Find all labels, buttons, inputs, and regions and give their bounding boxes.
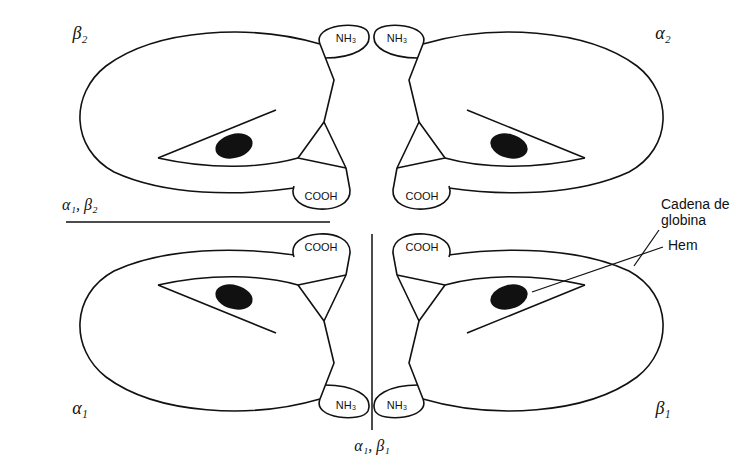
globin-subunit: β₁ NH₃ COOH bbox=[371, 232, 681, 425]
carboxyl-terminus: COOH bbox=[305, 241, 338, 253]
carboxyl-terminus: COOH bbox=[406, 241, 439, 253]
amino-terminus: NH₃ bbox=[336, 32, 356, 44]
chain-callout: Cadena de globina bbox=[661, 196, 739, 228]
chain-name: α₂ bbox=[655, 24, 671, 44]
cooh-lobe bbox=[293, 168, 350, 209]
heme-pocket bbox=[158, 277, 298, 333]
globin-fold bbox=[298, 275, 346, 321]
globin-group bbox=[374, 25, 663, 209]
globin-group bbox=[80, 234, 369, 418]
globin-subunit: α₂ NH₃ COOH bbox=[371, 18, 681, 211]
nh3-lobe bbox=[374, 385, 424, 418]
heme-disc bbox=[488, 280, 531, 313]
globin-helix-line bbox=[397, 44, 423, 168]
globin-subunit: α₁ NH₃ COOH bbox=[62, 232, 372, 425]
amino-terminus: NH₃ bbox=[336, 399, 356, 411]
cooh-lobe bbox=[293, 234, 350, 275]
globin-group bbox=[80, 25, 369, 209]
chain-name: β₁ bbox=[655, 399, 670, 419]
globin-shape bbox=[371, 18, 681, 211]
heme-pocket bbox=[445, 277, 585, 333]
carboxyl-terminus: COOH bbox=[305, 190, 338, 202]
globin-outline bbox=[423, 250, 663, 411]
heme-pocket bbox=[445, 110, 585, 166]
globin-shape bbox=[371, 232, 681, 425]
chain-leader bbox=[634, 230, 659, 266]
globin-outline bbox=[423, 32, 663, 193]
globin-shape bbox=[62, 18, 372, 211]
globin-fold bbox=[397, 122, 445, 168]
globin-helix-line bbox=[320, 44, 346, 168]
alpha1-beta1-interface bbox=[371, 234, 373, 430]
nh3-lobe bbox=[319, 385, 369, 418]
heme-pocket bbox=[158, 110, 298, 166]
chain-name: β₂ bbox=[72, 24, 87, 44]
globin-group bbox=[374, 234, 663, 418]
heme-disc bbox=[488, 129, 531, 162]
amino-terminus: NH₃ bbox=[387, 32, 407, 44]
globin-helix-line bbox=[397, 275, 423, 399]
globin-shape bbox=[62, 232, 372, 425]
alpha1-beta2-interface bbox=[66, 221, 330, 223]
heme-disc bbox=[213, 280, 256, 313]
globin-fold bbox=[298, 122, 346, 168]
heme-callout: Hem bbox=[668, 237, 698, 253]
globin-subunit: β₂ NH₃ COOH bbox=[62, 18, 372, 211]
chain-name: α₁ bbox=[72, 399, 88, 419]
cooh-lobe bbox=[393, 234, 450, 275]
amino-terminus: NH₃ bbox=[387, 399, 407, 411]
globin-helix-line bbox=[320, 275, 346, 399]
carboxyl-terminus: COOH bbox=[406, 190, 439, 202]
heme-leader bbox=[532, 247, 663, 292]
cooh-lobe bbox=[393, 168, 450, 209]
nh3-lobe bbox=[374, 25, 424, 58]
interface-label: α₁, β₁ bbox=[354, 437, 390, 455]
heme-disc bbox=[213, 129, 256, 162]
interface-label: α₁, β₂ bbox=[62, 196, 98, 214]
nh3-lobe bbox=[319, 25, 369, 58]
globin-fold bbox=[397, 275, 445, 321]
globin-outline bbox=[80, 250, 320, 411]
globin-outline bbox=[80, 32, 320, 193]
